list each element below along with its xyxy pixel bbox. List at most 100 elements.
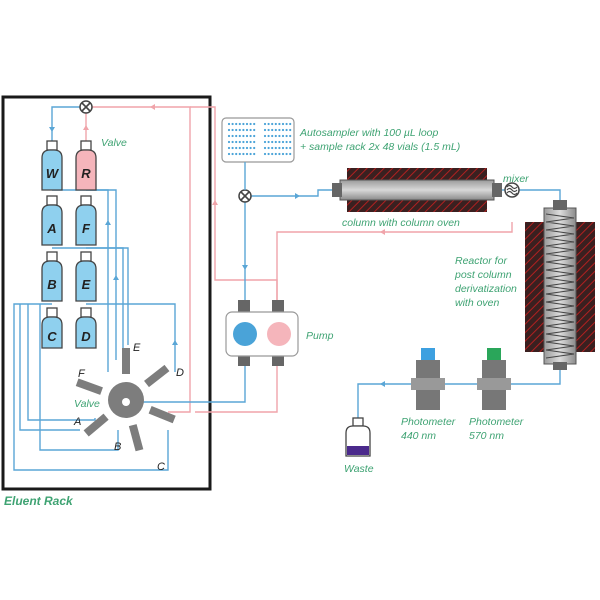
bottle-a-label: A: [46, 221, 56, 236]
waste-bottle[interactable]: [345, 417, 371, 457]
sample-vial-dot: [235, 140, 238, 144]
sample-vial-dot: [263, 122, 267, 126]
sample-vial-dot: [289, 134, 292, 138]
sample-vial-dot: [238, 122, 241, 126]
pump[interactable]: [225, 300, 299, 366]
sample-vial-dot: [285, 128, 288, 132]
valve-port-c: C: [157, 461, 165, 473]
photometer-570-label-1: Photometer: [469, 416, 524, 428]
sample-vial-dot: [267, 146, 270, 150]
sample-vial-dot: [289, 152, 292, 156]
selection-valve-label: Valve: [74, 398, 100, 410]
photometer-440-label-2: 440 nm: [401, 430, 436, 442]
sample-vial-dot: [249, 152, 252, 156]
sample-vial-dot: [238, 140, 241, 144]
sample-vial-dot: [242, 146, 245, 150]
sample-vial-dot: [281, 140, 285, 144]
system-tubing: [190, 106, 561, 420]
sample-vial-dot: [274, 146, 277, 150]
valve-port-d: D: [176, 367, 184, 379]
sample-vial-dot: [253, 122, 256, 126]
sample-vial-dot: [253, 152, 256, 156]
bottle-b[interactable]: B: [41, 251, 63, 302]
autosampler[interactable]: [221, 117, 295, 163]
sample-vial-dot: [231, 134, 234, 138]
bottle-a[interactable]: A: [41, 195, 63, 246]
sample-vial-dot: [231, 140, 234, 144]
sample-vial-dot: [274, 134, 277, 138]
sample-vial-dot: [278, 122, 281, 126]
bottle-e[interactable]: E: [75, 251, 97, 302]
sample-vial-dot: [249, 146, 252, 150]
sample-vial-dot: [281, 128, 285, 132]
sample-vial-dot: [235, 134, 238, 138]
top-valve-label: Valve: [101, 137, 127, 149]
reactor-label-4: with oven: [455, 297, 500, 309]
sample-vial-dot: [281, 146, 285, 150]
flow-arrows-pink: [83, 104, 385, 235]
bottle-c-label: C: [47, 329, 57, 344]
sample-vial-dot: [242, 128, 245, 132]
sample-vial-dot: [235, 146, 238, 150]
sample-vial-dot: [245, 128, 249, 132]
photometer-570[interactable]: [477, 348, 511, 410]
sample-vial-dot: [263, 146, 267, 150]
sample-vial-dot: [231, 152, 234, 156]
sample-vial-dot: [285, 140, 288, 144]
reactor-label-2: post column: [454, 269, 512, 281]
bottle-r-label: R: [81, 166, 91, 181]
autosampler-label-1: Autosampler with 100 µL loop: [299, 127, 439, 139]
sample-vial-dot: [278, 128, 281, 132]
sample-vial-dot: [274, 128, 277, 132]
sample-vial-dot: [274, 122, 277, 126]
column-oven[interactable]: [332, 168, 502, 212]
autosampler-label-2: + sample rack 2x 48 vials (1.5 mL): [300, 141, 460, 153]
sample-vial-dot: [245, 152, 249, 156]
sample-vial-dot: [235, 122, 238, 126]
bottle-c[interactable]: C: [41, 307, 63, 349]
bottle-w[interactable]: W: [41, 140, 63, 191]
sample-vial-dot: [231, 146, 234, 150]
injection-valve[interactable]: [238, 189, 252, 203]
mixer[interactable]: [504, 182, 520, 198]
waste-label: Waste: [344, 463, 374, 475]
photometer-440[interactable]: [411, 348, 445, 410]
sample-vial-dot: [235, 152, 238, 156]
sample-vial-dot: [285, 122, 288, 126]
sample-vial-dot: [242, 122, 245, 126]
sample-vial-dot: [227, 140, 231, 144]
sample-vial-dot: [267, 122, 270, 126]
bottle-e-label: E: [82, 277, 91, 292]
bottle-f[interactable]: F: [75, 195, 97, 246]
reactor-oven[interactable]: [525, 200, 595, 370]
sample-vial-dot: [238, 152, 241, 156]
sample-vial-dot: [235, 128, 238, 132]
sample-vial-dot: [267, 134, 270, 138]
top-valve[interactable]: [79, 100, 93, 114]
sample-vial-dot: [289, 128, 292, 132]
pump-label: Pump: [306, 330, 334, 342]
sample-vial-dot: [278, 140, 281, 144]
sample-vial-dot: [271, 134, 274, 138]
column-label: column with column oven: [342, 217, 460, 229]
sample-vial-dot: [249, 134, 252, 138]
reactor-label-1: Reactor for: [455, 255, 507, 267]
mixer-label: mixer: [503, 173, 529, 185]
sample-vial-dot: [253, 134, 256, 138]
sample-vial-dot: [271, 146, 274, 150]
sample-vial-dot: [245, 122, 249, 126]
sample-vial-dot: [245, 140, 249, 144]
sample-vial-dot: [253, 140, 256, 144]
sample-vial-dot: [238, 146, 241, 150]
sample-vial-dot: [289, 122, 292, 126]
valve-port-a: A: [73, 416, 81, 428]
selection-valve[interactable]: [75, 348, 176, 452]
sample-vial-dot: [281, 122, 285, 126]
photometer-570-label-2: 570 nm: [469, 430, 504, 442]
bottle-r[interactable]: R: [75, 140, 97, 191]
sample-vial-dot: [249, 128, 252, 132]
sample-vial-dot: [253, 146, 256, 150]
eluent-rack-frame: [1, 95, 212, 491]
bottle-d[interactable]: D: [75, 307, 97, 349]
sample-vial-dot: [285, 134, 288, 138]
